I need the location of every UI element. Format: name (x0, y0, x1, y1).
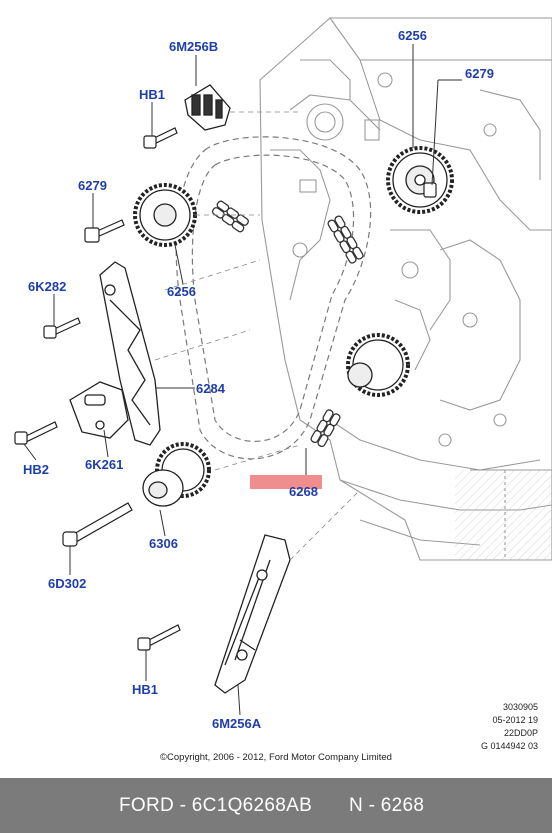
info-line-2: 05-2012 19 (492, 715, 538, 725)
bolt-hb1-bottom (137, 624, 181, 651)
projection-lines (154, 111, 361, 561)
bolt-hb2 (14, 421, 58, 445)
callout-hb1-bottom[interactable]: HB1 (132, 682, 159, 697)
chain-links (211, 200, 364, 448)
callout-hb1-top[interactable]: HB1 (139, 87, 166, 102)
camshaft-sprocket-right (386, 146, 454, 214)
footer-brand-part: FORD - 6C1Q6268AB (119, 795, 313, 816)
callout-6268[interactable]: 6268 (289, 484, 318, 499)
copyright-notice: ©Copyright, 2006 - 2012, Ford Motor Comp… (160, 752, 392, 763)
footer-bar: FORD - 6C1Q6268AB N - 6268 (0, 778, 552, 833)
info-line-1: 3030905 (502, 702, 538, 712)
callout-6279-left[interactable]: 6279 (78, 178, 107, 193)
engine-block-outline (259, 17, 552, 561)
drawing-info-block: 3030905 05-2012 19 22DD0P G 0144942 03 (481, 701, 538, 753)
bolt-6279-right (423, 182, 437, 198)
upper-chain-guide (184, 84, 231, 131)
callout-6m256a[interactable]: 6M256A (212, 716, 262, 731)
timing-chain-outline (175, 136, 372, 460)
callout-6256-left[interactable]: 6256 (167, 284, 196, 299)
tensioner-arm (99, 261, 161, 446)
part-highlight (250, 475, 322, 489)
callout-6279-right[interactable]: 6279 (465, 66, 494, 81)
engine-block-hatching (455, 470, 552, 560)
callout-6k282[interactable]: 6K282 (28, 279, 67, 294)
callout-6306[interactable]: 6306 (149, 536, 178, 551)
bolt-6k282 (43, 317, 81, 339)
lower-chain-guide (214, 534, 291, 694)
info-line-3: 22DD0P (503, 728, 538, 738)
bolt-6279-left (84, 219, 125, 243)
callout-6284[interactable]: 6284 (196, 381, 225, 396)
callout-6k261[interactable]: 6K261 (85, 457, 124, 472)
exploded-parts-diagram (14, 17, 552, 716)
chain-tensioner (69, 381, 129, 439)
info-line-4: G 0144942 03 (480, 741, 538, 751)
intermediate-sprocket (346, 333, 410, 397)
footer-part-number: N - 6268 (349, 795, 425, 816)
callout-hb2[interactable]: HB2 (23, 462, 50, 477)
crank-bolt-6d302 (62, 502, 133, 547)
callout-6m256b[interactable]: 6M256B (169, 39, 219, 54)
bolt-hb1-top (143, 127, 178, 149)
callout-6256-right[interactable]: 6256 (398, 28, 427, 43)
leader-lines (23, 44, 462, 716)
camshaft-sprocket-left (133, 183, 197, 247)
callout-6d302[interactable]: 6D302 (48, 576, 87, 591)
crankshaft-sprocket (142, 442, 211, 507)
